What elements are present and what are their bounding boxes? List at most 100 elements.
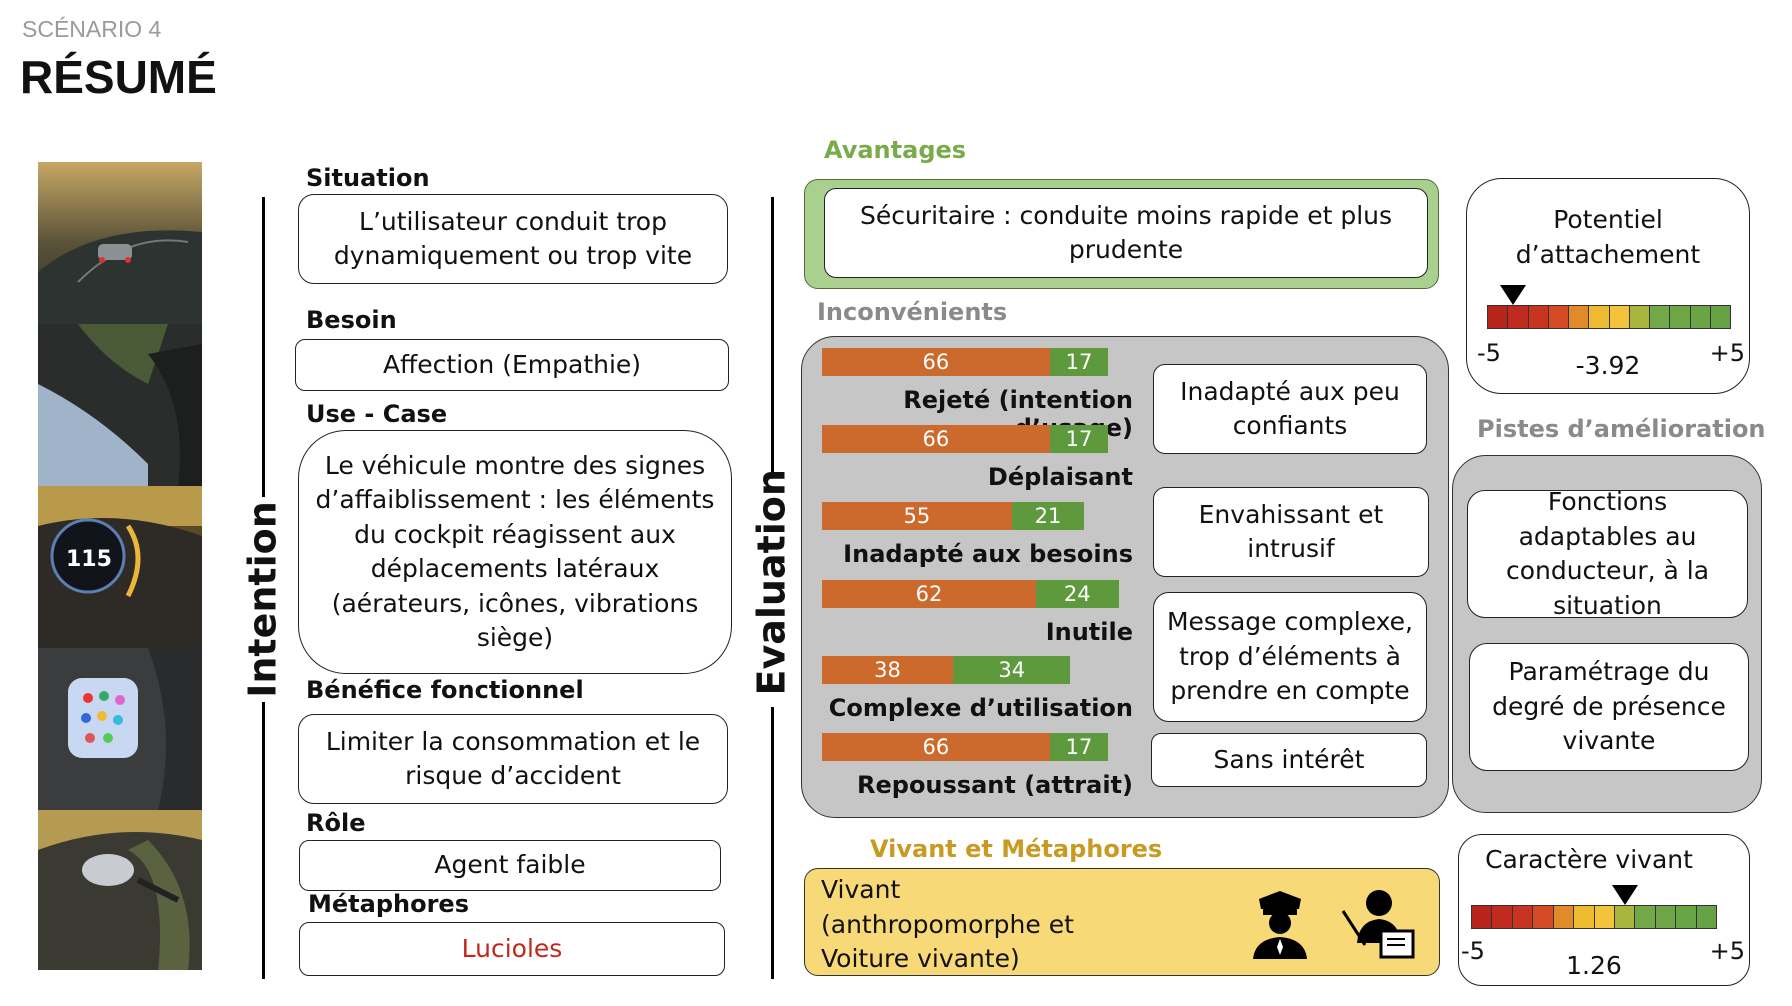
caractere-max: +5 [1709,937,1745,965]
illustration-strip: 115 [38,162,202,970]
page-title: RÉSUMÉ [20,51,217,103]
attachment-scale [1487,305,1731,329]
illustration-seat [38,324,202,486]
bar-negative-value: 66 [822,733,1050,761]
scale-segment [1670,306,1691,328]
inconvenient-box-3: Message complexe, trop d’éléments à pren… [1153,592,1427,722]
evaluation-label: Evaluation [749,469,794,696]
evaluation-line-top [771,197,774,475]
scale-segment [1629,306,1650,328]
scale-segment [1492,906,1513,928]
inconvenient-bar-label: Inadapté aux besoins [843,540,1133,568]
scale-segment [1614,906,1636,928]
scale-segment [1635,906,1656,928]
situation-label: Situation [306,164,430,192]
vivant-box: Vivant (anthropomorphe et Voiture vivant… [804,868,1440,976]
scale-segment [1574,906,1595,928]
bar-negative-value: 55 [822,502,1012,530]
scale-segment [1589,306,1610,328]
scale-segment [1676,906,1697,928]
avantages-label: Avantages [824,136,967,164]
pistes-label: Pistes d’amélioration [1477,415,1766,443]
caractere-title: Caractère vivant [1485,845,1693,874]
avantages-box: Sécuritaire : conduite moins rapide et p… [824,188,1428,278]
scale-segment [1553,906,1575,928]
illustration-night-road [38,162,202,324]
intention-line-bottom [262,702,265,979]
bar-negative-value: 66 [822,425,1050,453]
scenario-label: SCÉNARIO 4 [22,16,162,42]
bar-negative-value: 66 [822,348,1050,376]
scale-segment [1690,306,1711,328]
scale-segment [1650,306,1671,328]
inconvenient-box-2: Envahissant et intrusif [1153,487,1429,577]
attachment-value: -3.92 [1575,351,1641,380]
metaphores-box: Lucioles [299,922,725,976]
intention-line-top [262,197,265,497]
role-label: Rôle [306,809,366,837]
bar-positive-value: 17 [1049,348,1109,376]
attachment-min: -5 [1477,339,1501,367]
intention-label: Intention [240,501,285,698]
attachment-marker [1500,285,1527,305]
illustration-dashboard: 115 [38,486,202,648]
situation-box: L’utilisateur conduit trop dynamiquement… [298,194,728,284]
besoin-label: Besoin [306,306,397,334]
bar-negative-value: 62 [822,580,1036,608]
attachment-card: Potentiel d’attachement -5 +5 -3.92 [1466,178,1750,394]
use-case-box: Le véhicule montre des signes d’affaibli… [298,430,732,674]
scale-segment [1548,306,1569,328]
vivant-label: Vivant et Métaphores [870,835,1163,863]
inconvenient-bar-label: Complexe d’utilisation [828,694,1133,722]
bar-positive-value: 17 [1049,425,1109,453]
metaphores-label: Métaphores [308,890,469,918]
inconvenient-box-4: Sans intérêt [1151,733,1427,787]
scale-segment [1696,906,1717,928]
bar-positive-value: 21 [1011,502,1085,530]
caractere-min: -5 [1461,937,1485,965]
scale-segment [1508,306,1529,328]
svg-text:115: 115 [66,547,112,572]
use-case-label: Use - Case [306,400,448,428]
police-officer-icon [1253,891,1307,959]
scale-segment [1569,306,1590,328]
caractere-marker [1611,885,1638,905]
scale-segment [1472,906,1493,928]
benefice-box: Limiter la consommation et le risque d’a… [298,714,728,804]
bar-positive-value: 24 [1035,580,1119,608]
scale-segment [1488,306,1509,328]
evaluation-line-bottom [771,707,774,979]
benefice-label: Bénéfice fonctionnel [306,676,584,704]
role-box: Agent faible [299,840,721,891]
illustration-console [38,648,202,810]
scale-segment [1594,906,1615,928]
scale-segment [1609,306,1630,328]
scale-segment [1533,906,1554,928]
scale-segment [1528,306,1549,328]
inconvenient-box-1: Inadapté aux peu confiants [1153,364,1427,454]
besoin-box: Affection (Empathie) [295,339,729,391]
piste-box-2: Paramétrage du degré de présence vivante [1469,643,1749,771]
inconvenient-bar-label: Repoussant (attrait) [857,771,1133,799]
bar-negative-value: 38 [822,656,954,684]
caractere-value: 1.26 [1566,951,1622,980]
inconvenient-bar-label: Déplaisant [987,463,1133,491]
teacher-icon [1341,890,1415,959]
scale-segment [1655,906,1677,928]
bar-positive-value: 17 [1049,733,1109,761]
attachment-max: +5 [1709,339,1745,367]
vivant-text: Vivant (anthropomorphe et Voiture vivant… [821,875,1074,973]
scale-segment [1710,306,1730,328]
illustration-driver [38,810,202,970]
inconvenient-bar-label: Inutile [1045,618,1133,646]
scale-segment [1512,906,1534,928]
bar-positive-value: 34 [953,656,1071,684]
piste-box-1: Fonctions adaptables au conducteur, à la… [1467,487,1748,620]
inconvenients-label: Inconvénients [817,298,1008,326]
